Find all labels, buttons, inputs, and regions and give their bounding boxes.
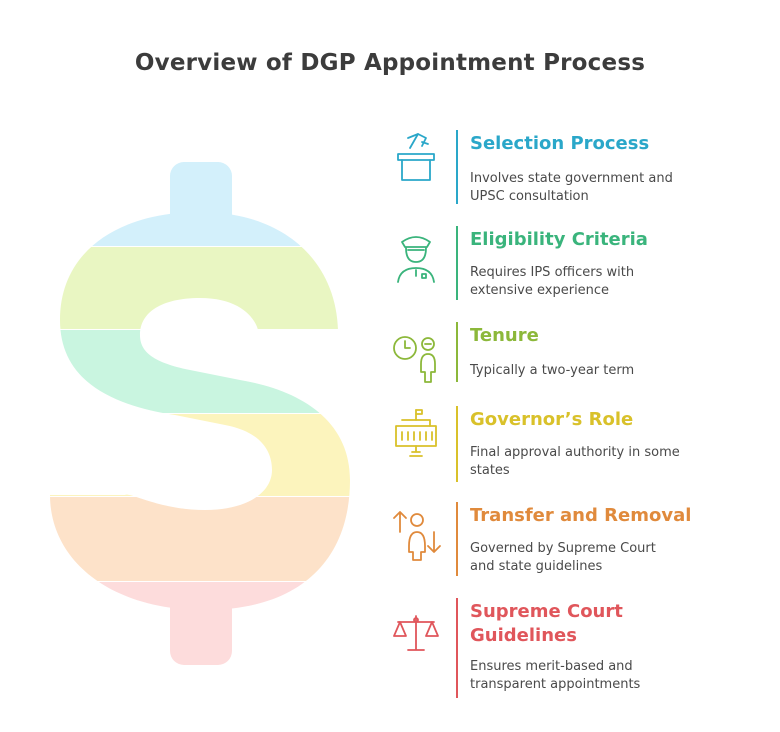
section-divider [456,598,458,698]
transfer-person-icon [388,502,444,562]
dollar-band-4 [50,414,350,496]
section-heading: Governor’s Role [470,409,634,430]
clock-person-icon [388,324,444,384]
section-description: Final approval authority in some states [470,445,680,478]
section-heading: Supreme Court Guidelines [470,601,623,646]
section-divider [456,406,458,482]
diagram-title: Overview of DGP Appointment Process [134,50,646,76]
section-heading: Tenure [470,325,539,346]
podium-icon [388,126,444,186]
section-heading: Transfer and Removal [470,505,692,526]
dollar-band-3 [50,330,350,413]
section-divider [456,502,458,576]
dollar-band-1 [50,162,350,246]
section-heading: Selection Process [470,133,650,154]
section-description: Governed by Supreme Court and state guid… [470,541,656,574]
section-divider [456,130,458,204]
scales-of-justice-icon [388,604,444,664]
section-divider [456,226,458,300]
dollar-band-5 [50,497,350,581]
dollar-band-6 [50,582,350,665]
government-building-icon [388,404,444,464]
dollar-band-2 [50,247,350,329]
police-officer-icon [388,226,444,286]
section-description: Requires IPS officers with extensive exp… [470,265,635,298]
section-description: Involves state government and UPSC consu… [470,171,673,204]
section-description: Ensures merit-based and transparent appo… [470,659,641,692]
section-divider [456,322,458,382]
section-heading: Eligibility Criteria [470,229,648,250]
section-description: Typically a two-year term [470,363,635,378]
